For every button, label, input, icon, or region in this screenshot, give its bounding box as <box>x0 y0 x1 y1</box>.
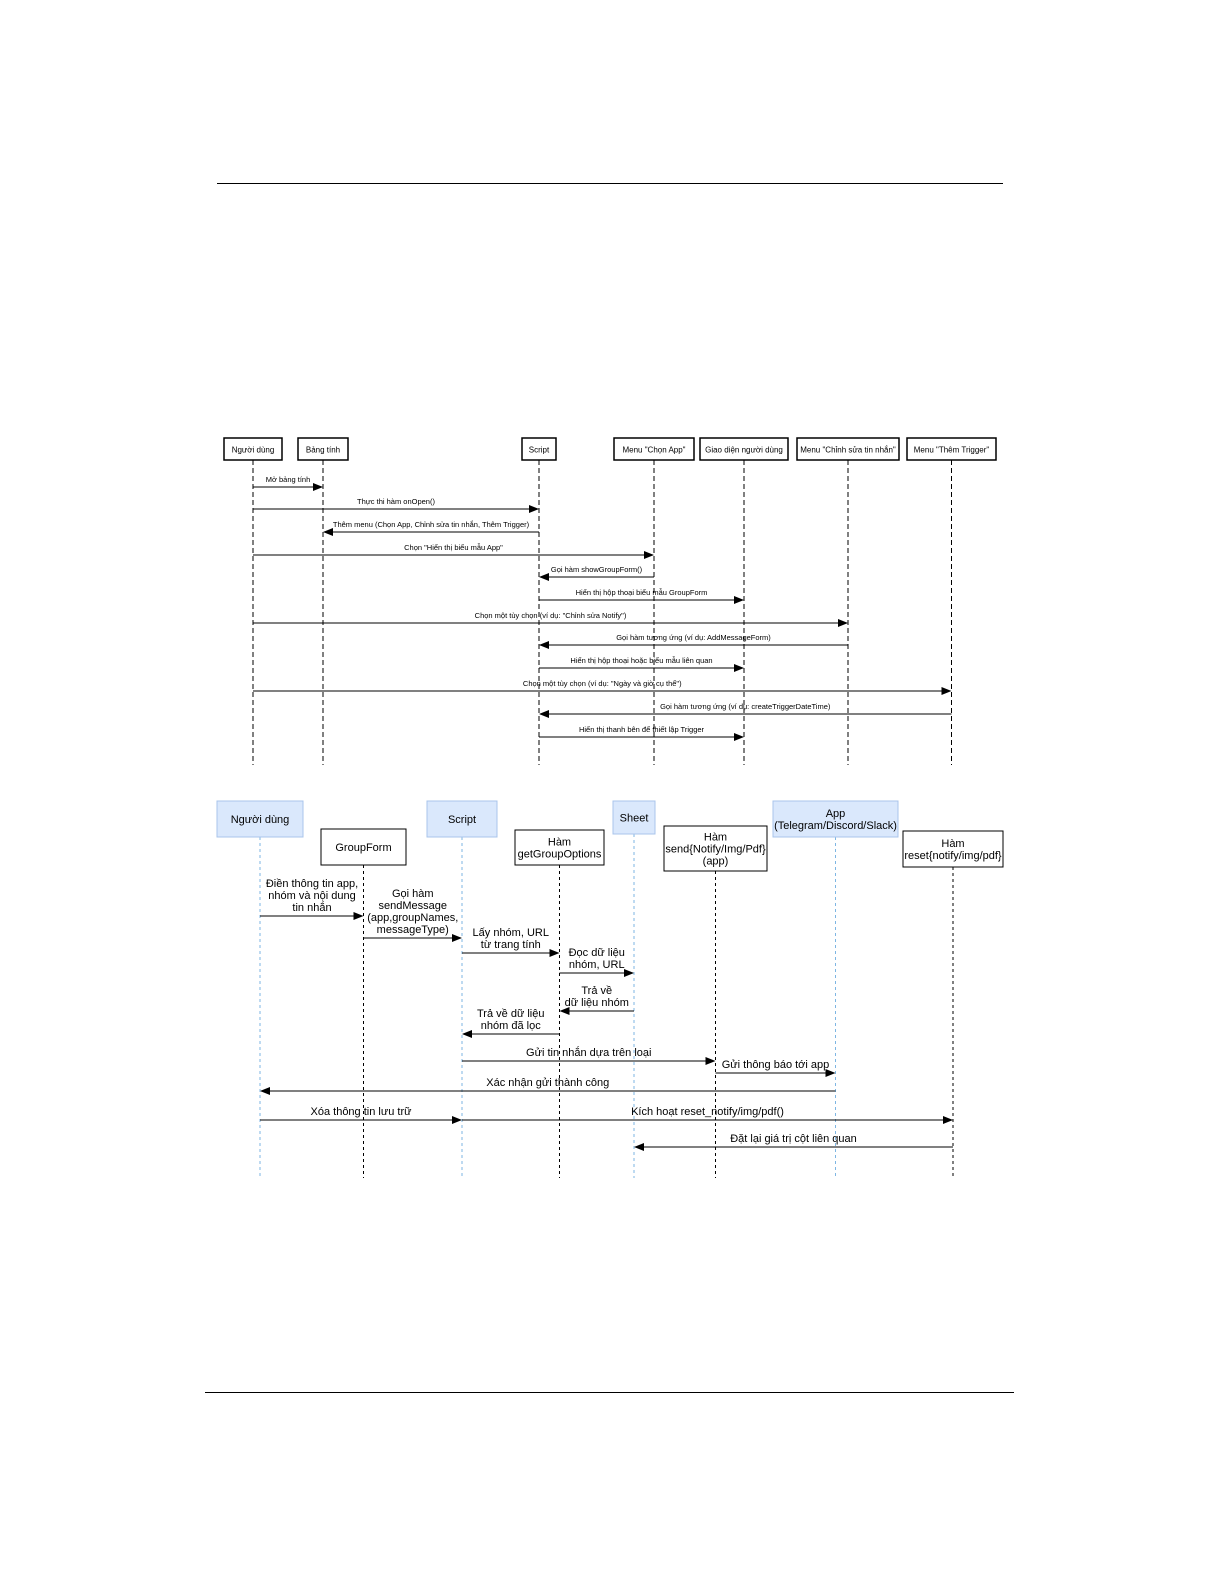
message-label: Đặt lại giá trị cột liên quan <box>730 1133 857 1145</box>
participant-label-menu_trigger: Menu "Thêm Trigger" <box>914 446 990 455</box>
message-label: Điền thông tin app, <box>266 878 358 890</box>
message-label: Kích hoạt reset_notify/img/pdf() <box>631 1106 784 1118</box>
message-label: Hiển thị thanh bên để thiết lập Trigger <box>579 725 705 734</box>
header-rule <box>217 183 1003 184</box>
message-label: Thực thi hàm onOpen() <box>357 497 435 506</box>
message-label: Gọi hàm showGroupForm() <box>551 565 643 574</box>
message-label: Chọn "Hiển thị biểu mẫu App" <box>404 543 503 552</box>
message-label: Xác nhận gửi thành công <box>486 1077 609 1089</box>
participant-menu_app <box>613 437 695 461</box>
participant-ui <box>699 437 789 461</box>
participant-script <box>426 800 498 838</box>
participant-label-groupform: GroupForm <box>335 842 391 854</box>
message-label: Trả về dữ liệu <box>477 1008 544 1020</box>
participant-label-user: Người dùng <box>231 814 290 826</box>
message-label: dữ liệu nhóm <box>565 997 629 1009</box>
participant-label-send: Hàm <box>704 832 727 844</box>
participant-user <box>223 437 283 461</box>
participant-sheet <box>297 437 349 461</box>
participant-script <box>521 437 557 461</box>
message-label: Hiển thị hộp thoại biểu mẫu GroupForm <box>576 588 708 597</box>
message-label: Mở bảng tính <box>266 475 311 484</box>
message-label: từ trang tính <box>481 939 541 951</box>
participant-label-menu_edit: Menu "Chỉnh sửa tin nhắn" <box>800 446 896 455</box>
participant-label-app: App <box>826 808 846 820</box>
participant-label-reset: reset{notify/img/pdf} <box>904 850 1002 862</box>
message-label: Xóa thông tin lưu trữ <box>311 1106 413 1118</box>
message-label: nhóm, URL <box>569 959 625 971</box>
participant-label-getgroup: Hàm <box>548 837 571 849</box>
participant-label-app: (Telegram/Discord/Slack) <box>774 820 897 832</box>
participant-label-send: send{Notify/Img/Pdf} <box>665 844 766 856</box>
message-label: Hiển thị hộp thoại hoặc biểu mẫu liên qu… <box>570 656 712 665</box>
participant-user <box>216 800 304 838</box>
message-label: Chọn một tùy chọn (ví dụ: "Chỉnh sửa Not… <box>475 611 627 620</box>
participant-sheet <box>612 800 656 835</box>
participant-label-user: Người dùng <box>232 446 275 455</box>
participant-label-send: (app) <box>703 856 729 868</box>
participant-label-ui: Giao diện người dùng <box>705 446 783 455</box>
message-label: (app,groupNames, <box>367 912 458 924</box>
message-label: sendMessage <box>379 900 448 912</box>
participant-groupform <box>320 828 407 866</box>
message-label: Gửi thông báo tới app <box>722 1059 830 1071</box>
participant-app <box>772 800 899 838</box>
participant-label-sheet: Sheet <box>620 813 649 825</box>
participant-label-sheet: Bảng tính <box>306 446 340 455</box>
participant-menu_trigger <box>906 437 997 461</box>
message-label: Gọi hàm <box>392 888 434 900</box>
participant-label-reset: Hàm <box>941 838 964 850</box>
participant-label-menu_app: Menu "Chọn App" <box>622 446 685 455</box>
participant-send <box>663 825 768 872</box>
message-label: nhóm đã lọc <box>481 1020 541 1032</box>
footer-rule <box>205 1392 1014 1393</box>
message-label: Gọi hàm tương ứng (ví dụ: AddMessageForm… <box>616 633 771 642</box>
message-label: Lấy nhóm, URL <box>473 927 549 939</box>
participant-getgroup <box>514 829 605 866</box>
message-label: tin nhắn <box>292 901 331 914</box>
message-label: Gửi tin nhắn dựa trên loại <box>526 1046 651 1059</box>
participant-label-script: Script <box>448 814 476 826</box>
message-label: messageType) <box>377 924 449 936</box>
participant-label-getgroup: getGroupOptions <box>518 849 602 861</box>
message-label: Đọc dữ liệu <box>569 947 625 959</box>
message-label: Chọn một tùy chọn (ví dụ: "Ngày và giờ c… <box>523 679 682 688</box>
participant-menu_edit <box>796 437 900 461</box>
sequence-diagram-app-menu: Người dùng Bảng tính Script Menu "Chọn App"… <box>223 437 997 765</box>
message-label: Gọi hàm tương ứng (ví dụ: createTriggerD… <box>660 702 831 711</box>
participant-reset <box>902 830 1004 868</box>
participant-label-script: Script <box>529 446 550 455</box>
message-label: Thêm menu (Chọn App, Chỉnh sửa tin nhắn,… <box>333 520 530 529</box>
sequence-diagram-send-message: Người dùngGroupFormScriptHàmgetGroupOpti… <box>216 800 1004 1178</box>
message-label: nhóm và nội dung <box>268 890 355 902</box>
message-label: Trả về <box>581 985 612 997</box>
